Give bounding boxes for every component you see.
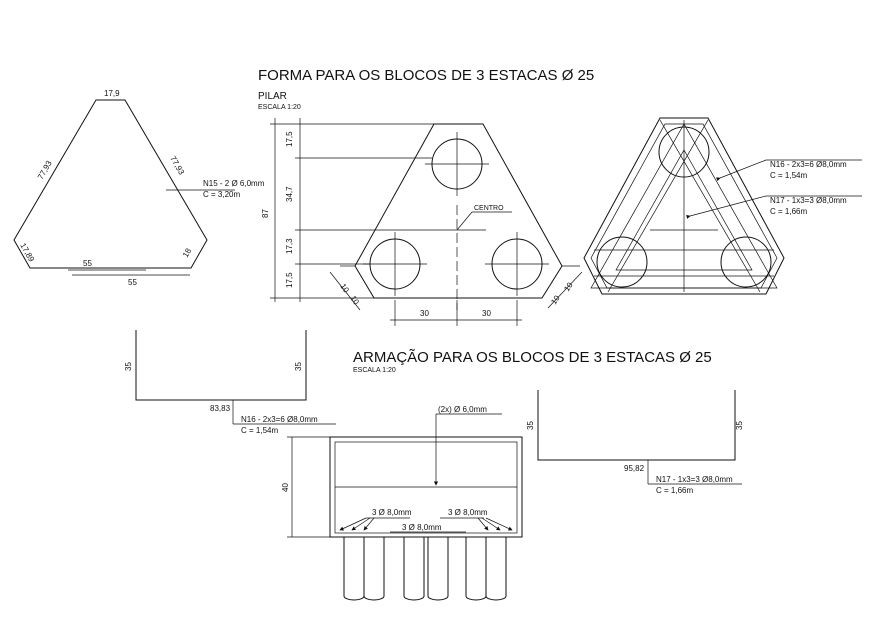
stirrup-callout: N15 - 2 Ø 6,0mm bbox=[203, 179, 265, 188]
armacao-height: 40 bbox=[281, 483, 290, 492]
armacao-top-bar: (2x) Ø 6,0mm bbox=[438, 405, 487, 414]
armacao-bars-center: 3 Ø 8,0mm bbox=[402, 523, 442, 532]
plan-n17: N17 - 1x3=3 Ø8,0mm bbox=[770, 196, 847, 205]
n17-bottom-dim: 95,82 bbox=[624, 464, 645, 473]
stirrup-outer-bottom: 55 bbox=[128, 278, 137, 287]
forma-plan: CENTRO 17,5 34,7 17,3 17,5 87 30 30 10 1… bbox=[261, 118, 583, 326]
stirrup-left-dim: 77,93 bbox=[36, 159, 54, 181]
dim-v2: 34,7 bbox=[285, 186, 294, 202]
chamfer-left-1: 10 bbox=[338, 282, 351, 295]
dim-v1: 17,5 bbox=[285, 131, 294, 147]
dim-bottom-left: 30 bbox=[420, 309, 429, 318]
armacao-section: (2x) Ø 6,0mm 40 3 Ø 8,0mm 3 Ø 8,0mm 3 Ø … bbox=[281, 405, 523, 601]
plan-n17-len: C = 1,66m bbox=[770, 207, 807, 216]
dim-bottom-right: 30 bbox=[482, 309, 491, 318]
stirrup-top-dim: 17,9 bbox=[104, 89, 120, 98]
armacao-bars-right: 3 Ø 8,0mm bbox=[448, 508, 488, 517]
n17-callout: N17 - 1x3=3 Ø8,0mm bbox=[656, 475, 733, 484]
stirrup-inner-bottom: 55 bbox=[83, 259, 92, 268]
n16-left-dim: 35 bbox=[124, 362, 133, 371]
dim-total: 87 bbox=[261, 209, 270, 218]
armacao-bars-left: 3 Ø 8,0mm bbox=[372, 508, 412, 517]
n17-left-dim: 35 bbox=[526, 421, 535, 430]
stirrup-corner-right: 18 bbox=[181, 246, 194, 259]
pilar-label: PILAR bbox=[258, 91, 287, 102]
n16-length: C = 1,54m bbox=[241, 426, 278, 435]
chamfer-left-2: 10 bbox=[348, 294, 361, 307]
armacao-scale: ESCALA 1:20 bbox=[353, 367, 396, 374]
n17-right-dim: 35 bbox=[735, 421, 744, 430]
stirrup-right-dim: 77,93 bbox=[168, 155, 186, 177]
piles bbox=[343, 537, 507, 601]
forma-scale: ESCALA 1:20 bbox=[258, 104, 301, 111]
stirrup-n15: 17,9 77,93 77,93 17,89 18 55 55 N15 - 2 … bbox=[13, 89, 265, 287]
armacao-title: ARMAÇÃO PARA OS BLOCOS DE 3 ESTACAS Ø 25 bbox=[353, 349, 712, 366]
dim-v4: 17,5 bbox=[285, 272, 294, 288]
n17-length: C = 1,66m bbox=[656, 486, 693, 495]
bar-n17: 35 35 95,82 N17 - 1x3=3 Ø8,0mm C = 1,66m bbox=[526, 390, 744, 495]
bar-n16: 35 35 83,83 N16 - 2x3=6 Ø8,0mm C = 1,54m bbox=[124, 330, 336, 435]
n16-callout: N16 - 2x3=6 Ø8,0mm bbox=[241, 415, 318, 424]
plan-n16-len: C = 1,54m bbox=[770, 171, 807, 180]
dim-v3: 17,3 bbox=[285, 238, 294, 254]
forma-title: FORMA PARA OS BLOCOS DE 3 ESTACAS Ø 25 bbox=[258, 67, 594, 84]
stirrup-length: C = 3,20m bbox=[203, 190, 240, 199]
reinforcement-plan: N16 - 2x3=6 Ø8,0mm C = 1,54m N17 - 1x3=3… bbox=[583, 117, 862, 295]
n16-bottom-dim: 83,83 bbox=[210, 404, 231, 413]
centro-label: CENTRO bbox=[474, 205, 504, 212]
n16-right-dim: 35 bbox=[294, 362, 303, 371]
plan-n16: N16 - 2x3=6 Ø8,0mm bbox=[770, 160, 847, 169]
